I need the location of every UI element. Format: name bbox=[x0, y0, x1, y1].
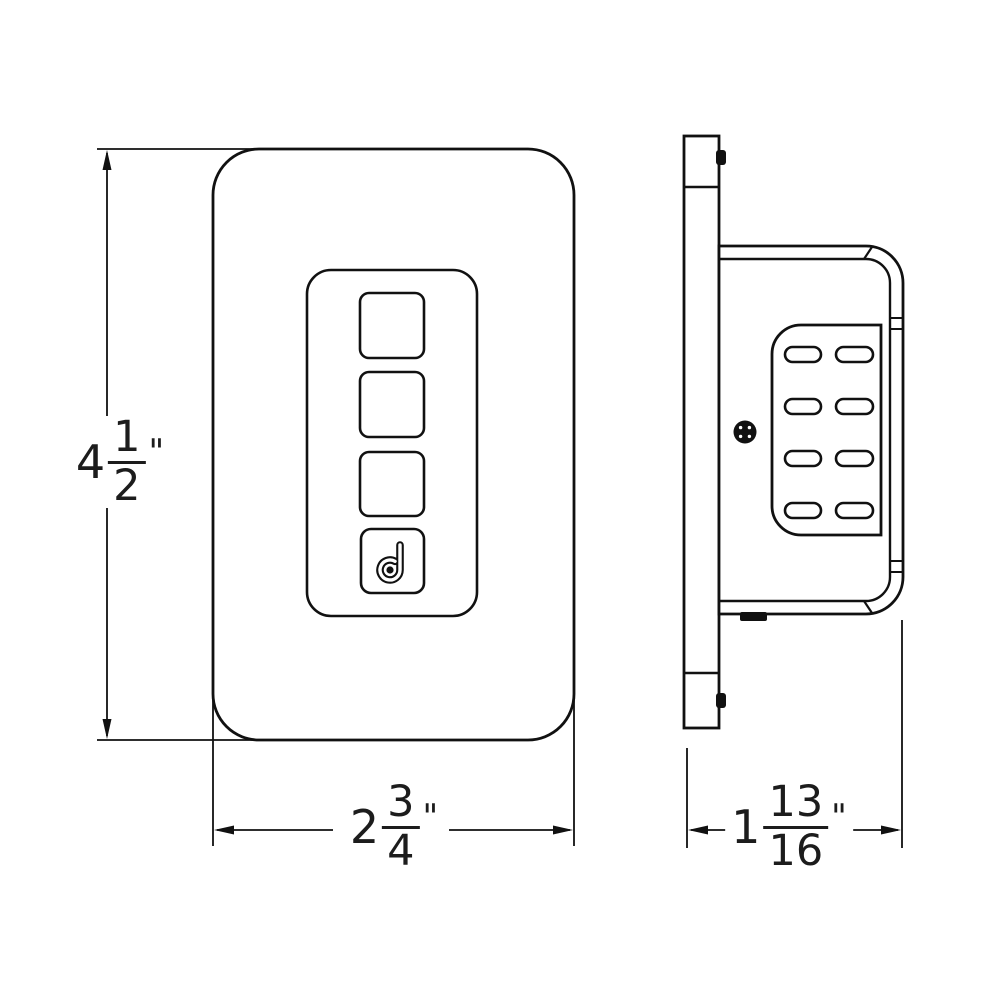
width-whole-number: 2 bbox=[349, 800, 380, 854]
button-2 bbox=[358, 370, 426, 439]
depth-fraction: 13 16 bbox=[763, 781, 829, 876]
body-parting-notch-top bbox=[863, 246, 873, 260]
dimension-width-label: 2 3 4 " bbox=[343, 781, 445, 876]
width-fraction-numerator: 3 bbox=[382, 781, 420, 829]
wallplate-side-outline bbox=[682, 134, 721, 730]
body-bottom-tab bbox=[740, 612, 767, 621]
arrow-right-depth bbox=[881, 825, 901, 835]
height-whole-number: 4 bbox=[75, 435, 106, 489]
dimension-height-label: 4 1 2 " bbox=[69, 416, 171, 511]
arrow-right-width bbox=[553, 825, 573, 835]
width-fraction-denominator: 4 bbox=[387, 826, 415, 876]
faceplate-outline bbox=[211, 147, 576, 742]
dimension-annotations bbox=[97, 148, 903, 848]
side-view bbox=[682, 134, 905, 730]
arrow-up bbox=[102, 150, 112, 170]
button-1 bbox=[358, 291, 426, 360]
body-parting-notch-bottom bbox=[863, 600, 873, 614]
height-inch-mark: " bbox=[148, 432, 165, 472]
screw-head-icon bbox=[733, 420, 757, 444]
front-view bbox=[211, 147, 576, 742]
dimension-depth-label: 1 13 16 " bbox=[725, 781, 853, 873]
logo-button bbox=[359, 527, 426, 595]
height-fraction-numerator: 1 bbox=[108, 416, 146, 464]
body-wall-tick-marks bbox=[890, 317, 903, 573]
height-fraction: 1 2 bbox=[108, 416, 146, 511]
depth-fraction-denominator: 16 bbox=[768, 826, 824, 876]
mount-tab-bottom bbox=[716, 693, 726, 708]
width-inch-mark: " bbox=[422, 797, 439, 837]
dimension-arrowheads bbox=[102, 150, 901, 835]
depth-fraction-numerator: 13 bbox=[763, 781, 829, 829]
button-3 bbox=[358, 450, 426, 518]
arrow-left-depth bbox=[688, 825, 708, 835]
depth-inch-mark: " bbox=[831, 797, 847, 837]
d-logo-icon bbox=[376, 541, 404, 584]
vent-panel-outline bbox=[770, 323, 883, 537]
mount-tab-top bbox=[716, 150, 726, 165]
arrow-down bbox=[102, 719, 112, 739]
vent-slots bbox=[783, 345, 875, 520]
width-fraction: 3 4 bbox=[382, 781, 420, 876]
arrow-left-width bbox=[214, 825, 234, 835]
keypad-outline bbox=[305, 268, 479, 618]
height-fraction-denominator: 2 bbox=[113, 461, 141, 511]
body-inner-line bbox=[719, 257, 892, 603]
depth-whole-number: 1 bbox=[731, 800, 761, 854]
